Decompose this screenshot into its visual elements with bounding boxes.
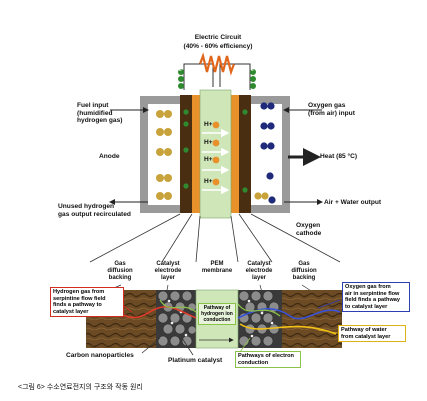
zoom-lines [89,213,341,263]
electron-icons-anode [183,109,248,193]
hydrogen-ion-label-4: H+ [204,178,213,185]
water-pathway-line [239,323,337,335]
oxygen-molecules [254,102,276,204]
cathode-layer [239,95,251,213]
anode-label: Anode [99,153,120,160]
platinum-catalyst-label: Platinum catalyst [168,357,223,364]
anode-layer [180,95,192,213]
hydrogen-ion-callout: Pathway of hydrogen ion conduction [198,303,236,325]
hydrogen-ion-label-1: H+ [204,121,213,128]
electron-label-right: e [251,67,254,73]
proton-icons [212,121,220,186]
callout-connectors [119,299,341,356]
air-water-output-label: Air + Water output [324,199,382,206]
electron-icons-top [178,69,256,89]
water-pathway-callout: Pathway of water from catalyst layer [338,325,406,343]
carbon-nanoparticles-label: Carbon nanoparticles [66,352,134,359]
gas-diffusion-right-band [282,290,342,348]
layer-label-pem: PEM membrane [201,261,233,274]
electric-circuit [183,52,251,90]
pem-membrane [199,89,232,219]
electron-label-left: e [179,67,182,73]
layer-label-catalyst-left: Catalyst electrode layer [154,261,182,281]
circuit-title: Electric Circuit [194,34,242,41]
flow-arrows [109,107,323,205]
hydrogen-ion-label-2: H+ [204,139,213,146]
left-end-plate [140,96,180,104]
layer-label-gas-diffusion-left: Gas diffusion backing [107,261,133,281]
unused-hydrogen-label: Unused hydrogen gas output recirculated [58,203,131,218]
hydrogen-pathway-callout: Hydrogen gas from serpintine flow field … [50,287,124,318]
oxygen-input-label: Oxygen gas (from air) input [308,102,355,117]
heat-label: Heat (85 °C) [320,153,358,160]
fuel-input-label: Fuel input (humidified hydrogen gas) [77,102,123,125]
electron-pathway-callout: Pathways of electron conduction [235,351,301,369]
hydrogen-molecules [156,110,172,200]
layer-label-catalyst-right: Catalyst electrode layer [245,261,273,281]
circuit-efficiency: (40% - 60% efficiency) [183,43,253,50]
fuel-cell-stack [140,89,290,219]
layer-label-gas-diffusion-right: Gas diffusion backing [291,261,317,281]
cross-section [86,289,342,349]
resistor-icon [198,52,236,76]
oxygen-cathode-label: Oxygen cathode [296,222,322,237]
right-end-plate [250,96,290,104]
electron-pathway-line [159,299,281,317]
oxygen-pathway-callout: Oxygen gas from air in serpintine flow f… [342,282,410,313]
hydrogen-ion-label-3: H+ [204,156,213,163]
figure-caption: <그림 6> 수소연료전지의 구조와 작동 원리 [18,384,143,391]
